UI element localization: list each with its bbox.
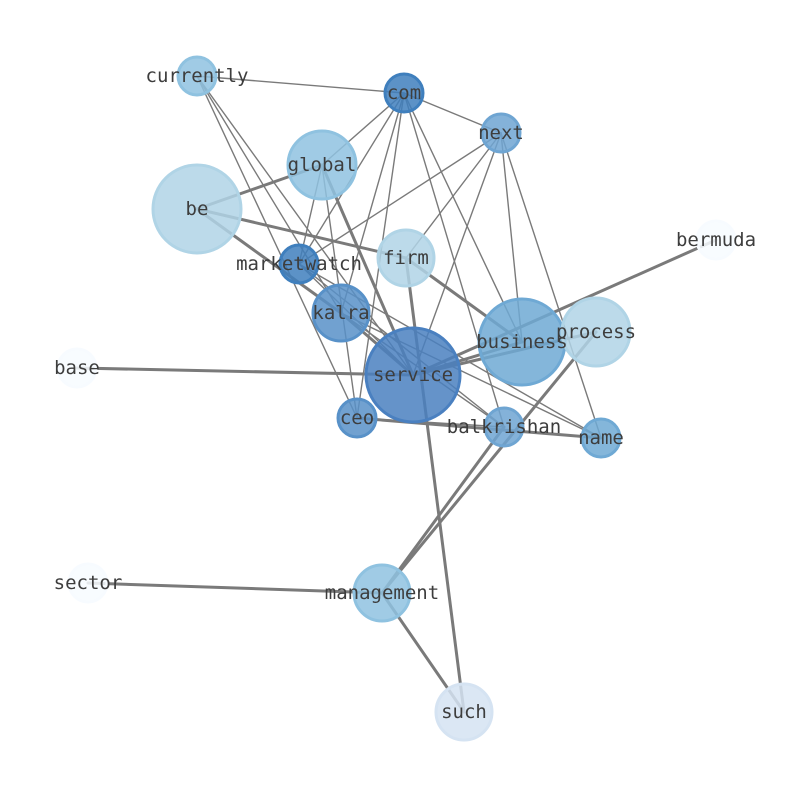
edge-bermuda-service bbox=[411, 238, 718, 377]
node-marketwatch[interactable] bbox=[278, 243, 320, 285]
node-label-service: service bbox=[373, 364, 453, 386]
node-balkrishan[interactable] bbox=[483, 406, 525, 448]
node-com[interactable] bbox=[383, 72, 425, 114]
edge-currently-ceo bbox=[196, 75, 358, 419]
edge-next-name bbox=[500, 132, 602, 439]
edge-kalra-name bbox=[340, 312, 602, 439]
edge-com-kalra bbox=[340, 92, 405, 314]
node-base[interactable] bbox=[56, 347, 98, 389]
node-label-management: management bbox=[325, 582, 439, 604]
node-label-such: such bbox=[441, 701, 487, 723]
node-layer bbox=[56, 55, 737, 742]
node-label-kalra: kalra bbox=[312, 302, 369, 324]
node-label-marketwatch: marketwatch bbox=[236, 253, 362, 275]
edge-firm-such bbox=[404, 256, 466, 714]
node-label-balkrishan: balkrishan bbox=[447, 416, 561, 438]
node-label-base: base bbox=[54, 357, 100, 379]
node-label-com: com bbox=[387, 82, 421, 104]
node-such[interactable] bbox=[434, 682, 494, 742]
edge-ceo-name bbox=[355, 416, 603, 440]
node-label-name: name bbox=[578, 427, 624, 449]
edge-com-balkrishan bbox=[403, 92, 505, 428]
node-label-be: be bbox=[186, 198, 209, 220]
node-label-global: global bbox=[288, 154, 357, 176]
node-label-currently: currently bbox=[146, 65, 249, 87]
node-firm[interactable] bbox=[376, 228, 436, 288]
node-next[interactable] bbox=[480, 112, 522, 154]
node-bermuda[interactable] bbox=[695, 219, 737, 261]
node-currently[interactable] bbox=[176, 55, 218, 97]
node-kalra[interactable] bbox=[311, 283, 371, 343]
node-name[interactable] bbox=[580, 417, 622, 459]
node-ceo[interactable] bbox=[336, 397, 378, 439]
label-layer: currently com next global be bermuda marketwat… bbox=[54, 65, 756, 723]
node-global[interactable] bbox=[286, 129, 358, 201]
node-management[interactable] bbox=[352, 563, 412, 623]
node-label-ceo: ceo bbox=[340, 407, 374, 429]
edge-sector-management bbox=[86, 581, 384, 595]
edge-process-management bbox=[380, 330, 598, 595]
node-label-bermuda: bermuda bbox=[676, 229, 756, 251]
node-label-business: business bbox=[476, 331, 568, 353]
node-label-firm: firm bbox=[383, 247, 429, 269]
node-sector[interactable] bbox=[67, 562, 109, 604]
node-process[interactable] bbox=[560, 296, 632, 368]
edge-balkrishan-management bbox=[380, 425, 506, 595]
node-label-sector: sector bbox=[54, 572, 123, 594]
edge-com-business bbox=[403, 92, 523, 343]
edge-base-service bbox=[75, 366, 415, 377]
node-be[interactable] bbox=[151, 163, 243, 255]
edge-currently-com bbox=[196, 75, 405, 94]
node-service[interactable] bbox=[364, 326, 462, 424]
node-label-process: process bbox=[556, 321, 636, 343]
node-label-next: next bbox=[478, 122, 524, 144]
